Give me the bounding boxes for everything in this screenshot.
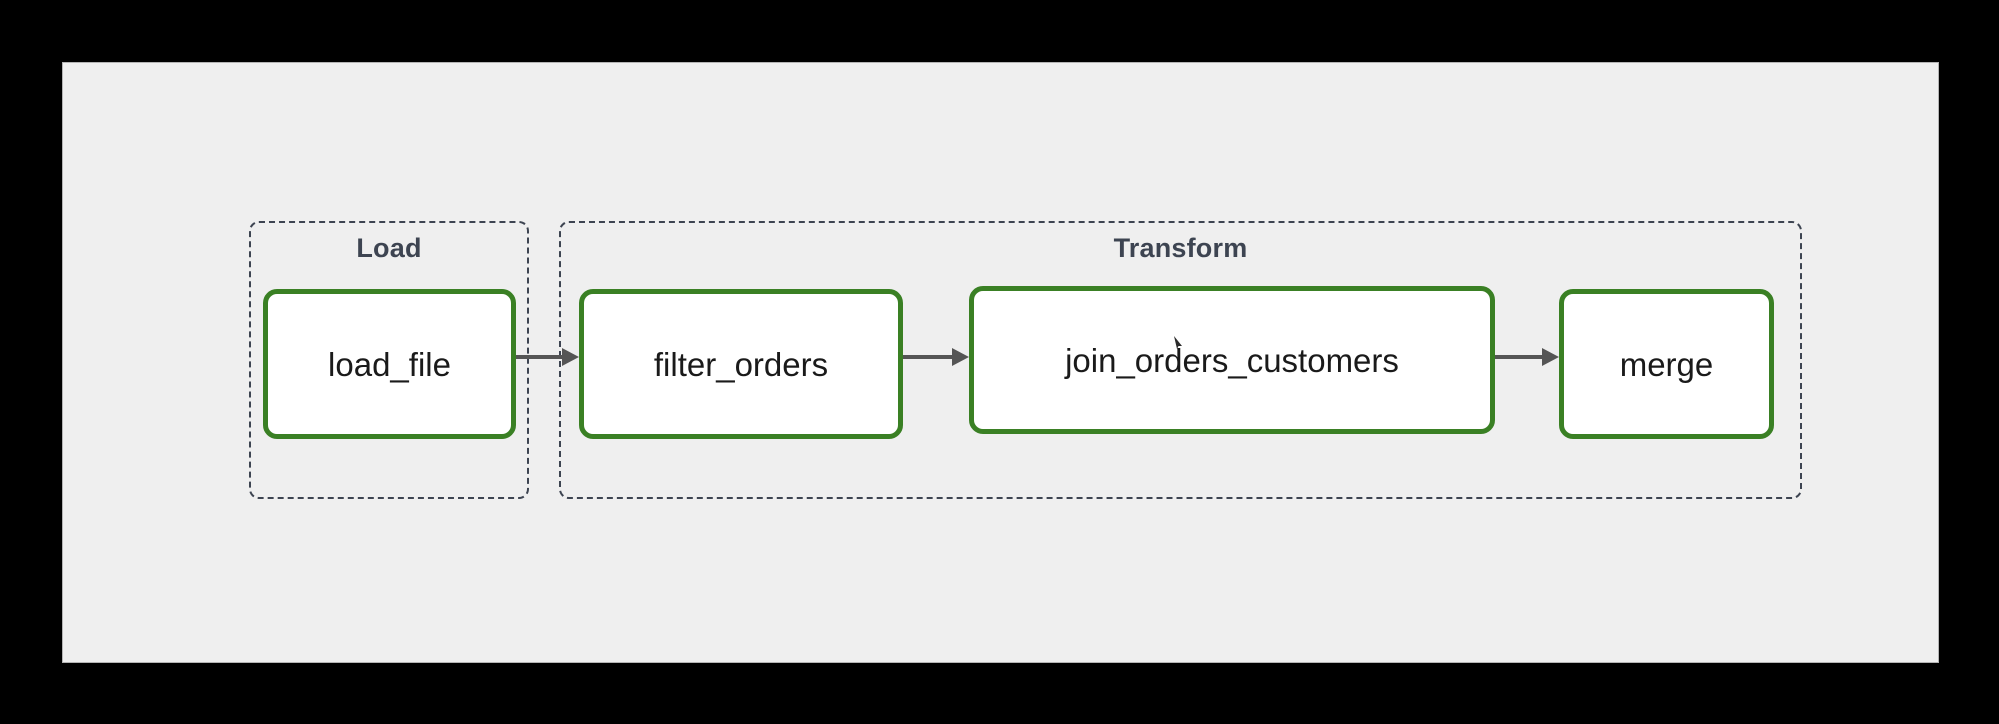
node-load-file-label: load_file (328, 345, 451, 383)
node-filter-orders[interactable]: filter_orders (579, 289, 903, 439)
node-load-file[interactable]: load_file (263, 289, 516, 439)
node-join-orders-customers-label: join_orders_customers (1065, 341, 1399, 379)
cluster-transform[interactable]: Transform (559, 221, 1802, 499)
node-filter-orders-label: filter_orders (653, 345, 829, 383)
cluster-load[interactable]: Load (249, 221, 529, 499)
diagram-canvas: Load Transform load_file filter_orders j… (62, 62, 1939, 663)
cluster-transform-label: Transform (1113, 233, 1248, 263)
node-merge[interactable]: merge (1559, 289, 1774, 439)
node-join-orders-customers[interactable]: join_orders_customers (969, 286, 1495, 434)
cluster-load-label: Load (356, 233, 422, 263)
node-merge-label: merge (1619, 345, 1714, 383)
